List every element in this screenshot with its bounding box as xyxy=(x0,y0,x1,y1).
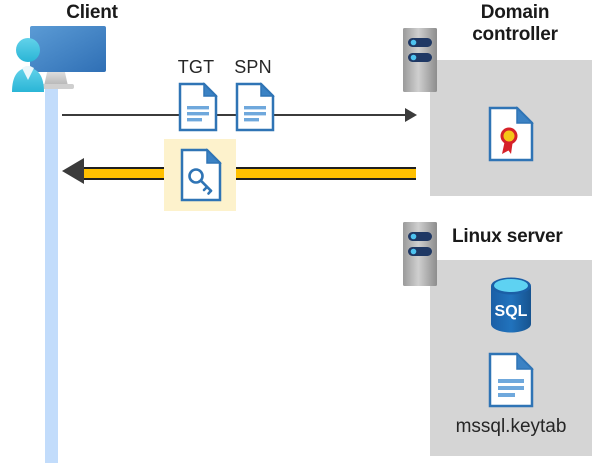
domain-controller-title: Domain controller xyxy=(472,2,558,45)
request-arrow-line xyxy=(62,114,408,116)
certificate-document-icon xyxy=(488,106,534,167)
service-ticket-key-document-icon xyxy=(180,148,222,207)
request-arrow-head xyxy=(405,108,417,122)
client-title: Client xyxy=(66,2,118,23)
tgt-label: TGT xyxy=(177,57,215,77)
spn-label: SPN xyxy=(234,57,272,77)
response-arrow-head xyxy=(62,158,84,184)
response-arrow-segment-right xyxy=(228,167,416,180)
linux-server-title: Linux server xyxy=(452,226,563,247)
spn-document-icon xyxy=(235,82,275,137)
svg-text:SQL: SQL xyxy=(495,303,528,320)
sql-database-icon: SQL xyxy=(485,276,537,339)
keytab-document-icon xyxy=(488,352,534,413)
response-arrow-segment-left xyxy=(80,167,170,180)
tgt-document-icon xyxy=(178,82,218,137)
linux-server-icon xyxy=(403,222,437,286)
client-lifeline xyxy=(45,85,58,463)
domain-controller-server-icon xyxy=(403,28,437,92)
client-workstation-icon xyxy=(8,24,112,94)
keytab-filename-label: mssql.keytab xyxy=(455,416,567,437)
